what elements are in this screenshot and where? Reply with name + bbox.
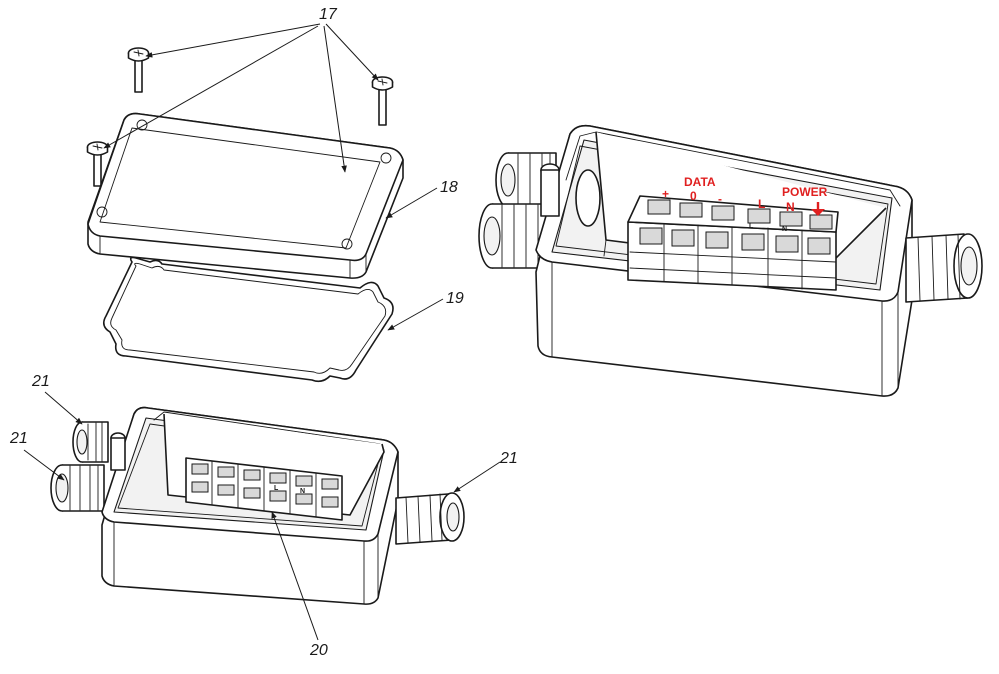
screw-right (371, 76, 394, 126)
mark-l-small: L (274, 485, 279, 492)
cable-gland-large-lower-left (478, 203, 549, 269)
enclosure-right-detail: L N DATA POWER + 0 - L N (478, 124, 983, 397)
callout-17: 17 (319, 6, 338, 23)
mark-l-large: L (749, 223, 754, 230)
terminal-block-large: L N (627, 195, 839, 291)
callout-20: 20 (309, 642, 328, 659)
label-n: N (786, 200, 795, 214)
mark-n-large: N (782, 226, 787, 233)
callout-18: 18 (440, 179, 458, 196)
label-minus: - (718, 192, 722, 206)
cable-gland-upper-left (72, 421, 109, 463)
label-zero: 0 (690, 189, 697, 203)
cable-gland-right-small (395, 492, 465, 545)
screw-top-left (127, 47, 150, 93)
label-l: L (758, 197, 765, 211)
label-power: POWER (782, 185, 828, 199)
mark-n-small: N (300, 488, 305, 495)
lid (87, 112, 404, 279)
cable-gland-large-right (905, 233, 983, 303)
callout-21-upper-left: 21 (31, 373, 50, 390)
label-data: DATA (684, 175, 716, 189)
cable-gland-lower-left (50, 464, 105, 512)
callout-19: 19 (446, 290, 464, 307)
callout-21-right: 21 (499, 450, 518, 467)
screw-left (86, 141, 109, 187)
callout-21-lower-left: 21 (9, 430, 28, 447)
terminal-block-small: L N (185, 457, 343, 521)
label-plus: + (662, 187, 669, 201)
earth-ground-icon (811, 202, 825, 216)
gasket (102, 256, 394, 383)
enclosure-bottom-left: L N (50, 406, 465, 605)
